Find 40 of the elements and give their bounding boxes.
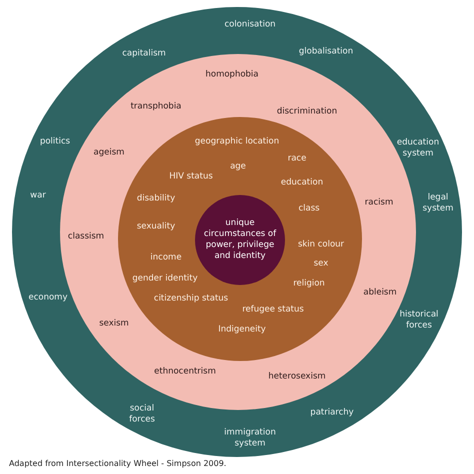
ring-label: war xyxy=(30,190,46,202)
ring-label: sexism xyxy=(99,318,129,330)
ring-label: discrimination xyxy=(276,106,338,118)
ring-label: sexuality xyxy=(136,222,176,232)
ring-label: ethnocentrism xyxy=(154,366,216,378)
ring-label: age xyxy=(230,162,246,172)
ring-label: education xyxy=(280,178,324,188)
ring-label: income xyxy=(150,252,182,264)
center-text: unique circumstances of power, privilege and identity xyxy=(202,218,278,262)
ring-label: religion xyxy=(293,278,325,290)
ring-label: globalisation xyxy=(298,46,354,58)
ring-label: immigration system xyxy=(224,427,276,449)
ring-label: citizenship status xyxy=(154,294,228,304)
ring-label: transphobia xyxy=(130,102,182,112)
ring-label: capitalism xyxy=(122,48,166,60)
ring-label: disability xyxy=(136,194,176,204)
ring-label: historical forces xyxy=(400,309,438,331)
ring-label: refugee status xyxy=(242,304,304,316)
ring-label: ableism xyxy=(363,288,397,298)
ring-label: politics xyxy=(40,136,70,148)
caption: Adapted from Intersectionality Wheel - Simpson 2009. xyxy=(9,459,226,468)
ring-label: colonisation xyxy=(224,20,276,30)
ring-label: class xyxy=(298,204,320,214)
ring-label: gender identity xyxy=(132,274,198,284)
ring-label: economy xyxy=(28,292,68,304)
ring-label: homophobia xyxy=(205,70,259,80)
ring-label: education system xyxy=(396,137,440,159)
ring-label: racism xyxy=(364,198,394,208)
ring-label: social forces xyxy=(129,403,155,425)
ring-label: heterosexism xyxy=(268,372,326,382)
ring-label: sex xyxy=(314,258,328,270)
ring-label: HIV status xyxy=(169,172,213,182)
ring-label: ageism xyxy=(94,148,124,158)
ring-label: legal system xyxy=(422,192,454,214)
ring-label: patriarchy xyxy=(310,408,354,418)
ring-label: skin colour xyxy=(298,240,344,250)
ring-label: geographic location xyxy=(194,136,280,148)
ring-label: classism xyxy=(68,232,104,242)
ring-label: Indigeneity xyxy=(218,324,266,336)
ring-label: race xyxy=(288,154,306,164)
